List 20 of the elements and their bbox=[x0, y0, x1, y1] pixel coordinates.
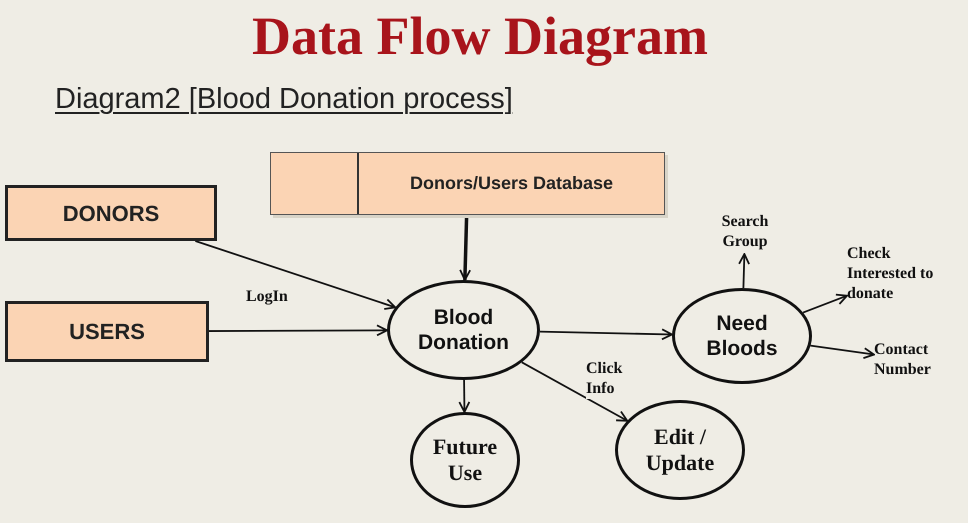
diagram-title: Data Flow Diagram bbox=[251, 5, 709, 68]
external-entity-box: USERS bbox=[5, 301, 209, 362]
subtitle: Diagram2 [Blood Donation process] bbox=[55, 82, 513, 117]
arrow bbox=[738, 253, 750, 288]
process-circle: Future Use bbox=[410, 412, 520, 508]
arrow bbox=[802, 294, 848, 314]
flow-text: Check Interested to donate bbox=[847, 244, 955, 306]
process-circle: Need Bloods bbox=[672, 288, 812, 384]
arrow bbox=[810, 344, 875, 359]
process-circle: Edit / Update bbox=[615, 400, 745, 500]
arrow bbox=[540, 328, 673, 340]
flow-text: Search Group bbox=[703, 212, 787, 254]
flow-text: Contact Number bbox=[874, 340, 966, 382]
arrow bbox=[195, 240, 396, 310]
data-store: Donors/Users Database bbox=[270, 152, 665, 215]
arrow bbox=[209, 324, 388, 336]
arrow bbox=[458, 380, 470, 413]
process-circle: Blood Donation bbox=[387, 280, 540, 380]
arrow bbox=[521, 362, 628, 422]
external-entity-box: DONORS bbox=[5, 185, 217, 241]
